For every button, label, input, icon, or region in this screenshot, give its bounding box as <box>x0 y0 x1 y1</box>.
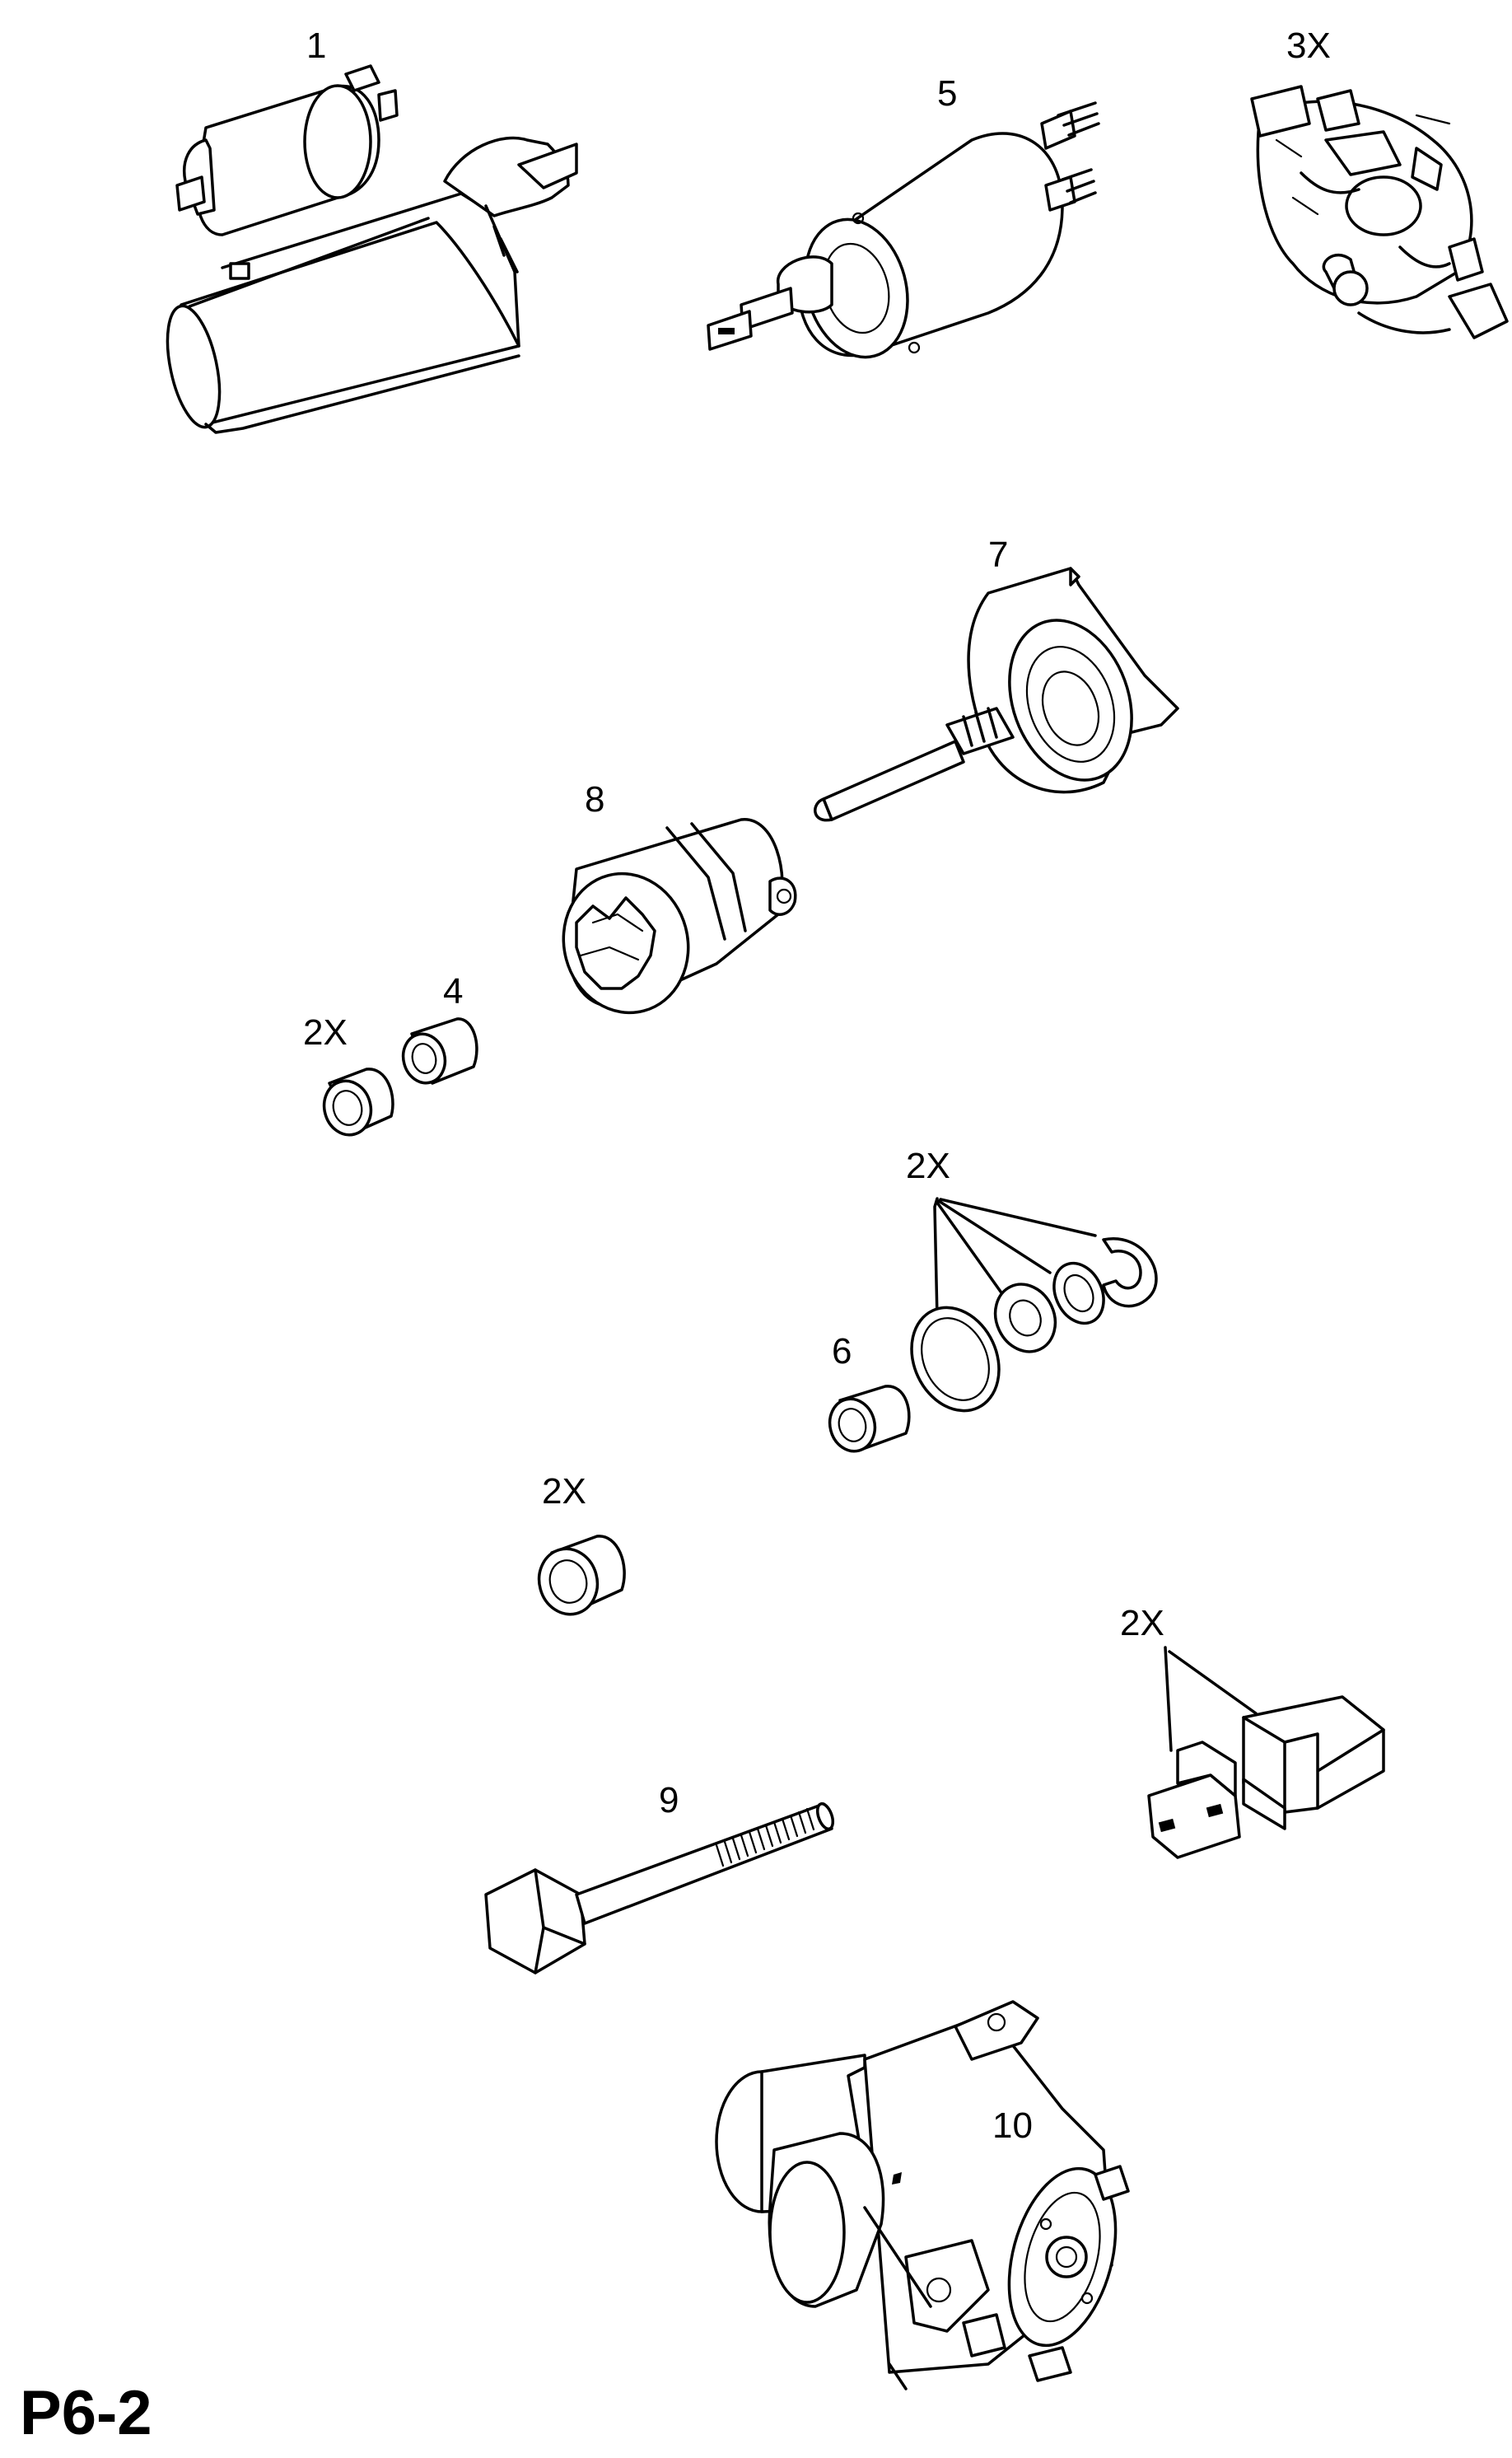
callout-2x-retaining-set: 2X <box>906 1146 950 1186</box>
part-2x-seal-ring[interactable] <box>318 1068 394 1140</box>
callout-2x-seal-ring: 2X <box>542 1471 586 1512</box>
callout-1: 1 <box>306 26 326 66</box>
callout-6: 6 <box>832 1331 852 1372</box>
part-5-solenoid-switch[interactable] <box>707 101 1100 369</box>
callout-2x-bushing: 2X <box>303 1012 348 1053</box>
callout-7: 7 <box>988 535 1008 575</box>
part-3x-brush-holder[interactable] <box>1250 85 1509 339</box>
page-code: P6-2 <box>20 2378 152 2448</box>
callout-9: 9 <box>659 1780 679 1820</box>
part-2x-retaining-set[interactable] <box>895 1197 1158 1425</box>
callout-2x-terminal-cover: 2X <box>1120 1603 1164 1643</box>
part-10-starter-assembly[interactable] <box>715 2000 1133 2390</box>
callout-4: 4 <box>443 971 463 1012</box>
part-8-pinion-drive[interactable] <box>548 818 797 1027</box>
callout-10: 10 <box>992 2105 1033 2146</box>
part-9-through-bolt[interactable] <box>484 1801 836 1974</box>
part-6-bushing[interactable] <box>824 1385 911 1456</box>
part-4-bushing[interactable] <box>398 1017 478 1088</box>
part-7-drive-end-bracket[interactable] <box>814 567 1179 822</box>
callout-5: 5 <box>937 73 957 114</box>
callout-8: 8 <box>585 779 604 820</box>
part-2x-seal-ring-lower[interactable] <box>532 1535 626 1621</box>
callout-3x: 3X <box>1286 26 1331 66</box>
part-2x-terminal-cover[interactable] <box>1147 1646 1385 1859</box>
part-1-starter-motor[interactable] <box>158 64 578 434</box>
